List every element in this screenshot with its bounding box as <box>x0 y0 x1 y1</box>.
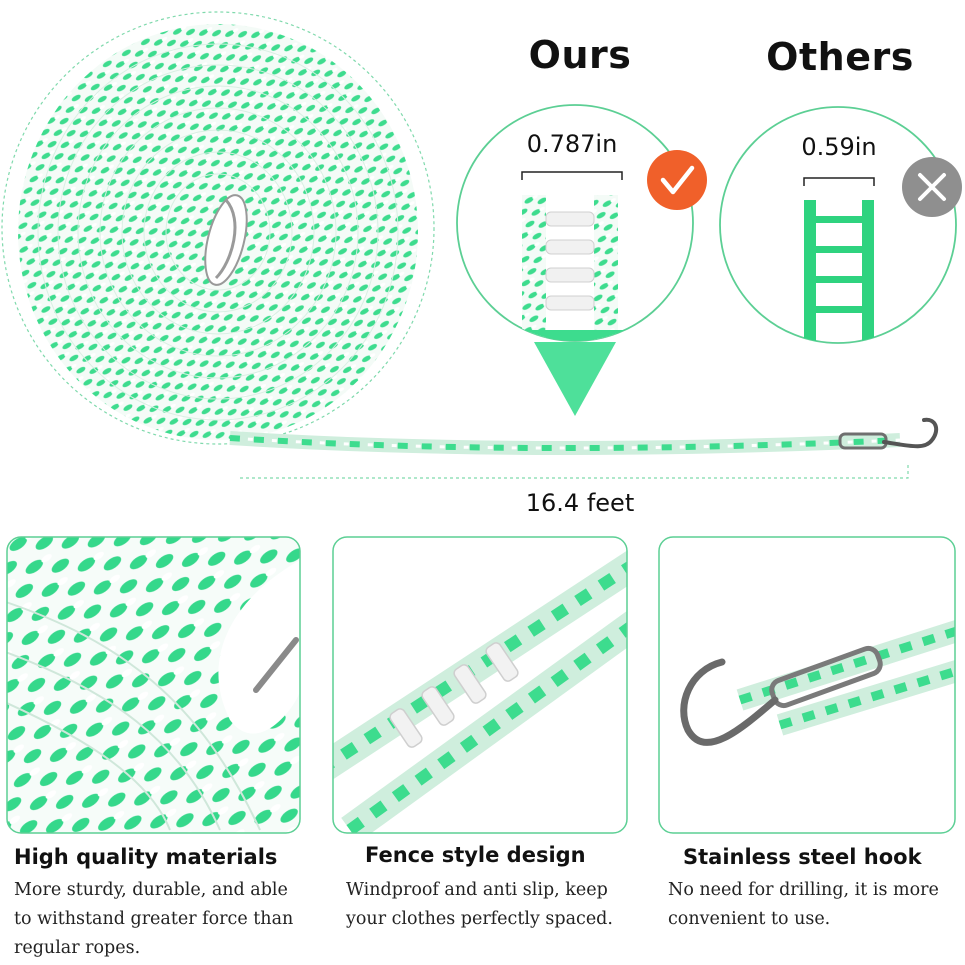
others-zoom-circle <box>719 106 957 344</box>
steel-hook-image <box>659 537 955 833</box>
fence-design-image <box>333 537 627 833</box>
feature-description: More sturdy, durable, and able to withst… <box>14 880 294 958</box>
feature-description: Windproof and anti slip, keep your cloth… <box>346 880 613 929</box>
hook-icon <box>838 417 939 450</box>
rope-coil <box>1 11 435 445</box>
feature-description: No need for drilling, it is more conveni… <box>668 880 939 929</box>
check-icon <box>647 150 707 210</box>
feature-steel-hook: Stainless steel hook <box>683 845 963 869</box>
feature-high-quality: High quality materials More sturdy, dura… <box>14 845 314 963</box>
ours-heading: Ours <box>528 33 632 77</box>
feature-fence-style: Fence style design <box>365 843 645 867</box>
ours-width-label: 0.787in <box>526 130 618 158</box>
others-heading: Others <box>766 35 914 79</box>
rope-length-label: 16.4 feet <box>525 489 635 517</box>
feature-title: Stainless steel hook <box>683 845 922 869</box>
cross-icon <box>902 157 962 217</box>
ours-zoom-circle <box>456 104 694 416</box>
material-closeup-image <box>7 537 300 833</box>
rope-line <box>229 431 901 456</box>
feature-title: High quality materials <box>14 845 278 869</box>
others-width-label: 0.59in <box>801 133 877 161</box>
feature-title: Fence style design <box>365 843 586 867</box>
